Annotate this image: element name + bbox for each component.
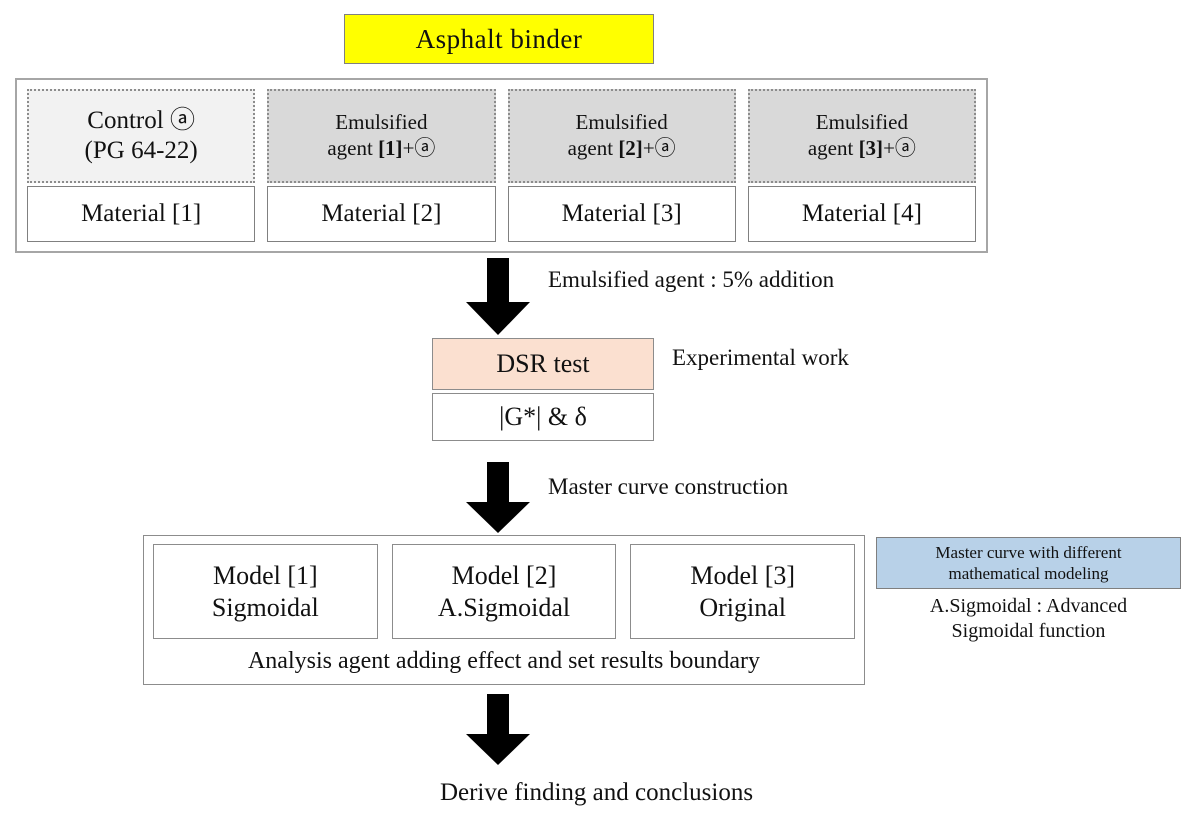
- models-row: Model [1] Sigmoidal Model [2] A.Sigmoida…: [153, 544, 856, 639]
- legend-note-line2: Sigmoidal function: [951, 620, 1106, 642]
- agent-index: [2]: [618, 136, 643, 160]
- legend-header-line1: Master curve with different: [935, 542, 1122, 562]
- page-title-box: Asphalt binder: [344, 14, 654, 64]
- dsr-test-box: DSR test: [432, 338, 654, 390]
- caption-experimental-work: Experimental work: [672, 345, 849, 370]
- material-box-3: Material [3]: [507, 186, 736, 242]
- agent-suffix: +ⓐ: [883, 136, 916, 160]
- material-label: Material [1]: [81, 200, 202, 227]
- agent-box-emulsified-2: Emulsified agent [2]+ⓐ: [507, 89, 736, 183]
- agent-box-emulsified-1: Emulsified agent [1]+ⓐ: [267, 89, 496, 183]
- agent-label-line2: (PG 64-22): [84, 137, 198, 164]
- agent-box-emulsified-3: Emulsified agent [3]+ⓐ: [747, 89, 976, 183]
- material-column-1: Control ⓐ (PG 64-22) Material [1]: [27, 89, 256, 242]
- caption-master-curve-construction: Master curve construction: [548, 474, 789, 499]
- agent-prefix: agent: [567, 136, 619, 160]
- agent-label-line1: Emulsified: [335, 110, 428, 135]
- material-column-4: Emulsified agent [3]+ⓐ Material [4]: [747, 89, 976, 242]
- caption-emulsified-addition: Emulsified agent : 5% addition: [548, 267, 835, 292]
- material-label: Material [2]: [321, 200, 442, 227]
- arrow-down-icon: [462, 258, 534, 336]
- materials-container: Control ⓐ (PG 64-22) Material [1] Emulsi…: [15, 78, 988, 253]
- dsr-test-label: DSR test: [496, 349, 590, 378]
- material-box-4: Material [4]: [747, 186, 976, 242]
- legend-header-box: Master curve with different mathematical…: [876, 537, 1181, 589]
- model-box-1: Model [1] Sigmoidal: [153, 544, 378, 639]
- material-column-2: Emulsified agent [1]+ⓐ Material [2]: [267, 89, 496, 242]
- model-box-3: Model [3] Original: [630, 544, 856, 639]
- agent-label-line2: agent [1]+ⓐ: [327, 136, 435, 162]
- gstar-delta-box: |G*| & δ: [432, 393, 654, 441]
- agent-suffix: +ⓐ: [642, 136, 676, 160]
- agent-box-control: Control ⓐ (PG 64-22): [27, 89, 256, 183]
- material-column-3: Emulsified agent [2]+ⓐ Material [3]: [507, 89, 736, 242]
- model-title: Model [1]: [212, 561, 318, 591]
- legend-note: A.Sigmoidal : Advanced Sigmoidal functio…: [876, 594, 1181, 644]
- page-title: Asphalt binder: [415, 23, 583, 54]
- material-label: Material [4]: [801, 200, 922, 227]
- analysis-note: Analysis agent adding effect and set res…: [247, 648, 761, 674]
- agent-label-line2: agent [3]+ⓐ: [808, 136, 916, 162]
- model-subtitle: A.Sigmoidal: [437, 592, 571, 622]
- legend-header-line2: mathematical modeling: [948, 564, 1109, 583]
- arrow-down-icon: [462, 694, 534, 766]
- material-box-1: Material [1]: [27, 186, 256, 242]
- model-subtitle: Original: [699, 592, 786, 622]
- models-container: Model [1] Sigmoidal Model [2] A.Sigmoida…: [143, 535, 865, 685]
- agent-label-line1: Emulsified: [815, 110, 908, 135]
- agent-index: [3]: [858, 136, 884, 160]
- model-box-2: Model [2] A.Sigmoidal: [391, 544, 617, 639]
- legend-note-line1: A.Sigmoidal : Advanced: [929, 595, 1128, 617]
- agent-prefix: agent: [327, 136, 379, 160]
- gstar-delta-label: |G*| & δ: [499, 402, 587, 431]
- agent-label-line1: Emulsified: [575, 110, 668, 135]
- model-subtitle: Sigmoidal: [211, 592, 319, 622]
- agent-suffix: +ⓐ: [402, 136, 436, 160]
- model-title: Model [3]: [690, 561, 796, 591]
- agent-index: [1]: [378, 136, 403, 160]
- conclusion-text: Derive finding and conclusions: [439, 779, 754, 806]
- agent-prefix: agent: [807, 136, 859, 160]
- material-label: Material [3]: [561, 200, 682, 227]
- arrow-down-icon: [462, 462, 534, 534]
- agent-label-line2: agent [2]+ⓐ: [568, 136, 676, 162]
- model-title: Model [2]: [451, 561, 557, 591]
- material-box-2: Material [2]: [267, 186, 496, 242]
- agent-label-line1: Control ⓐ: [87, 106, 195, 134]
